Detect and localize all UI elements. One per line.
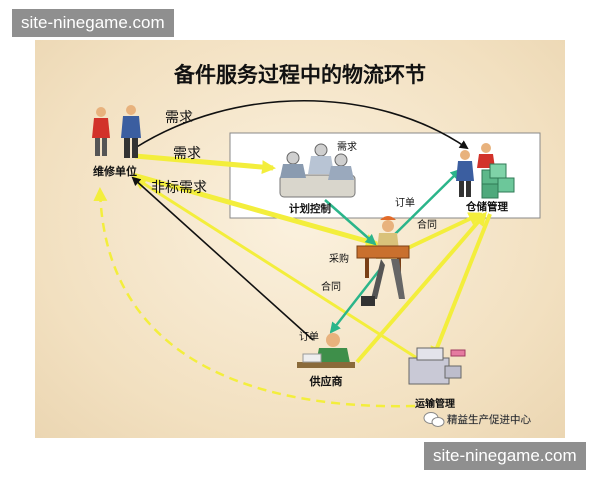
green-arrow-order-to-warehouse	[386, 168, 462, 243]
label-demand-mid: 需求	[173, 146, 201, 162]
label-demand-box: 需求	[337, 141, 357, 153]
purchasing-operator-icon	[356, 216, 410, 306]
black-arrow-supplier-to-repair	[131, 176, 314, 341]
dashed-return-arrow	[93, 187, 416, 408]
logistics-diagram: 备件服务过程中的物流环节 维修单位 计划控制	[92, 63, 541, 427]
planning-control-people-icon	[279, 143, 356, 198]
green-arrow-order-to-supplier	[329, 267, 382, 334]
warehouse-people-boxes-icon	[456, 143, 515, 199]
label-contract-right: 合同	[417, 218, 437, 231]
yellow-arrow-demand-to-planning	[134, 153, 276, 175]
watermark-bottom: site-ninegame.com	[424, 442, 586, 470]
node-supplier: 供应商	[309, 374, 343, 388]
yellow-arrow-nonstandard	[132, 172, 380, 248]
supplier-person-icon	[297, 333, 355, 368]
wechat-icon	[423, 412, 445, 427]
node-planning-control: 计划控制	[289, 202, 331, 215]
label-purchase: 采购	[329, 252, 349, 265]
label-nonstandard-demand: 非标需求	[151, 180, 207, 196]
yellow-arrow-supplier-to-warehouse	[355, 211, 487, 364]
transport-machine-icon	[408, 347, 466, 385]
green-arrow-planning-to-operator	[324, 199, 377, 246]
node-transport: 运输管理	[415, 397, 455, 410]
footer-source: 精益生产促进中心	[447, 413, 531, 426]
node-warehouse: 仓储管理	[465, 200, 508, 213]
label-order-right: 订单	[395, 197, 415, 209]
label-order-supplier: 订单	[299, 331, 319, 343]
watermark-top: site-ninegame.com	[12, 9, 174, 37]
label-contract-mid: 合同	[321, 280, 341, 293]
diagram-slide: 备件服务过程中的物流环节 维修单位 计划控制	[35, 40, 565, 438]
yellow-arrow-warehouse-to-transport	[430, 213, 492, 361]
repair-unit-people-icon	[92, 105, 141, 158]
diagram-title: 备件服务过程中的物流环节	[173, 63, 426, 87]
yellow-arrow-transport-to-repair	[132, 176, 421, 362]
label-demand-top: 需求	[165, 110, 193, 126]
node-repair-unit: 维修单位	[93, 164, 137, 178]
black-arrow-demand-to-warehouse	[134, 99, 469, 150]
